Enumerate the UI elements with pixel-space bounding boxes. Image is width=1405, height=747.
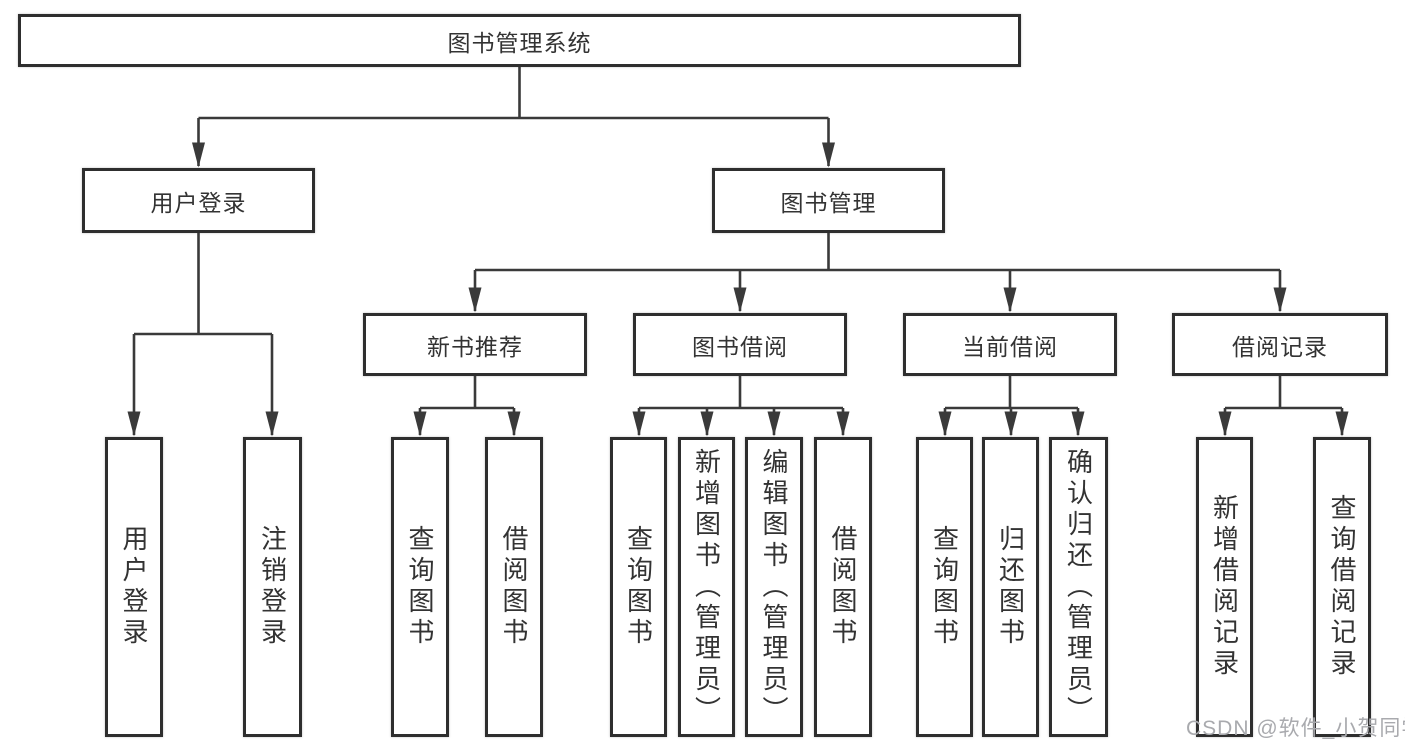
node-query-borrow-record-label: 查询借阅记录 — [1327, 494, 1357, 680]
node-user-login-leaf-label: 用户登录 — [119, 525, 149, 649]
node-library-system: 图书管理系统 — [18, 14, 1021, 67]
node-user-login-label: 用户登录 — [150, 189, 247, 216]
node-edit-book-admin: 编辑图书（管理员） — [745, 437, 803, 737]
node-current-borrow: 当前借阅 — [903, 313, 1117, 376]
node-query-book-under-borrow: 查询图书 — [610, 437, 667, 737]
node-add-borrow-record: 新增借阅记录 — [1196, 437, 1253, 737]
node-book-borrow-label: 图书借阅 — [692, 333, 788, 360]
node-query-borrow-record: 查询借阅记录 — [1313, 437, 1371, 737]
node-user-login-leaf: 用户登录 — [105, 437, 163, 737]
node-book-borrow: 图书借阅 — [633, 313, 847, 376]
node-new-book-recommend-label: 新书推荐 — [427, 333, 523, 360]
node-query-book-under-current: 查询图书 — [916, 437, 973, 737]
node-borrow-book-leaf: 借阅图书 — [814, 437, 872, 737]
node-edit-book-admin-label: 编辑图书（管理员） — [759, 447, 789, 727]
node-add-borrow-record-label: 新增借阅记录 — [1209, 494, 1240, 680]
node-user-login: 用户登录 — [82, 168, 315, 233]
node-borrow-book-under-recommend: 借阅图书 — [485, 437, 543, 737]
node-book-management: 图书管理 — [712, 168, 945, 233]
node-query-book-under-recommend: 查询图书 — [391, 437, 449, 737]
node-logout-leaf: 注销登录 — [243, 437, 302, 737]
node-return-book: 归还图书 — [982, 437, 1039, 737]
node-add-book-admin-label: 新增图书（管理员） — [691, 447, 722, 727]
node-query-book-under-current-label: 查询图书 — [929, 525, 960, 649]
node-book-management-label: 图书管理 — [780, 189, 877, 216]
node-borrow-book-leaf-label: 借阅图书 — [828, 525, 858, 649]
node-borrow-records: 借阅记录 — [1172, 313, 1388, 376]
branch-bars — [134, 67, 1342, 410]
node-current-borrow-label: 当前借阅 — [962, 333, 1058, 360]
node-borrow-records-label: 借阅记录 — [1232, 333, 1328, 360]
node-confirm-return-admin-label: 确认归还（管理员） — [1063, 447, 1094, 727]
csdn-watermark: CSDN @软件_小贺同学 — [1186, 717, 1405, 740]
node-query-book-under-borrow-label: 查询图书 — [623, 525, 654, 649]
node-logout-leaf-label: 注销登录 — [257, 525, 288, 649]
node-new-book-recommend: 新书推荐 — [363, 313, 587, 376]
node-library-system-label: 图书管理系统 — [447, 29, 592, 56]
node-confirm-return-admin: 确认归还（管理员） — [1049, 437, 1108, 737]
node-add-book-admin: 新增图书（管理员） — [678, 437, 735, 737]
node-return-book-label: 归还图书 — [995, 525, 1026, 649]
node-borrow-book-under-recommend-label: 借阅图书 — [499, 525, 529, 649]
node-query-book-under-recommend-label: 查询图书 — [405, 525, 435, 649]
